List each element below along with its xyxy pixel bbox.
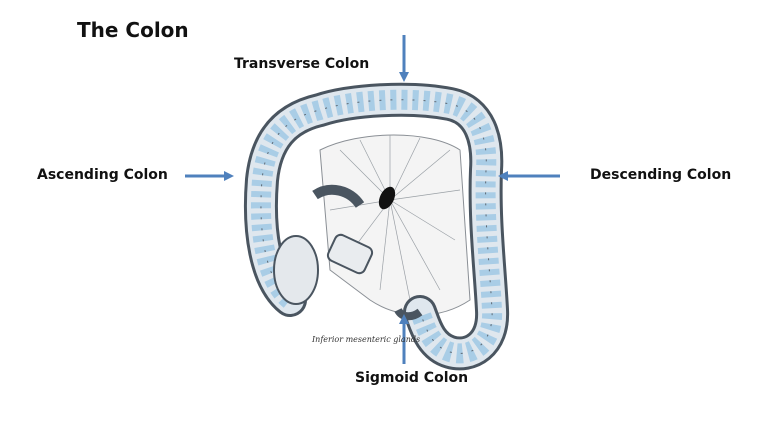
label-transverse-colon: Transverse Colon <box>234 56 370 72</box>
illustration-caption: Inferior mesenteric glands <box>312 335 421 344</box>
label-descending-colon: Descending Colon <box>590 167 732 183</box>
label-ascending-colon: Ascending Colon <box>37 167 168 183</box>
ileum-stub <box>312 184 365 209</box>
duodenum-stub <box>326 233 374 275</box>
colon-illustration <box>243 82 510 371</box>
label-sigmoid-colon: Sigmoid Colon <box>355 370 469 386</box>
haustra <box>250 89 503 364</box>
cecum <box>273 235 319 305</box>
vessel-opening <box>378 186 396 210</box>
page-title: The Colon <box>77 18 189 42</box>
